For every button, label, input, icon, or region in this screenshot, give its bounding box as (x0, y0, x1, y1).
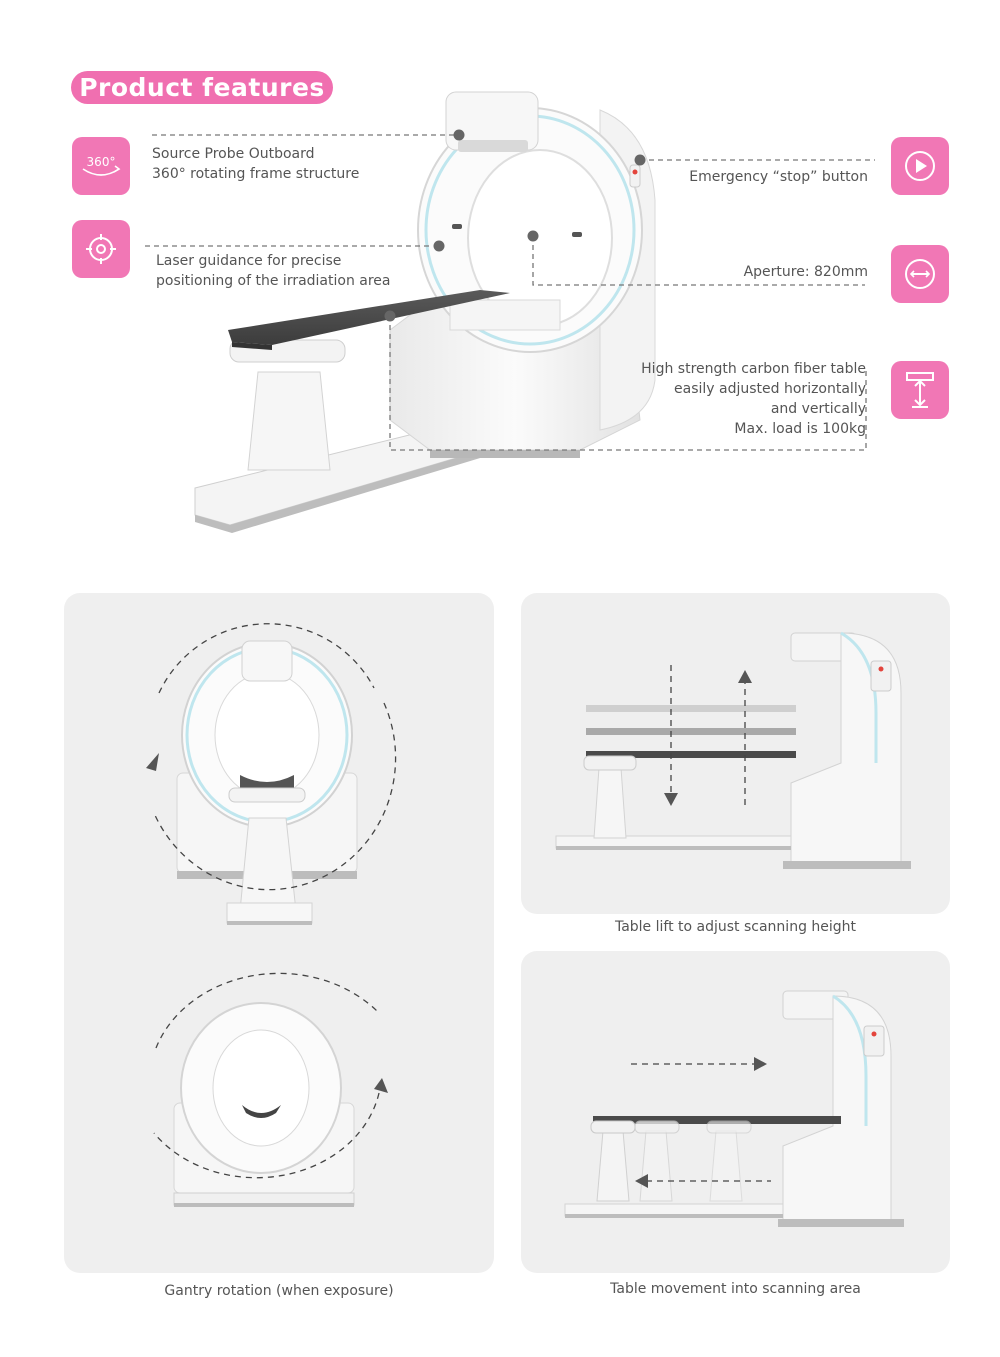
table-lift-icon (891, 361, 949, 419)
crosshair-target-icon (72, 220, 130, 278)
ct-scanner-illustration (145, 91, 875, 533)
table-movement-illustration (564, 990, 904, 1227)
table-lift-caption: Table lift to adjust scanning height (614, 919, 857, 935)
table-movement-caption: Table movement into scanning area (610, 1281, 861, 1297)
table-lift-panel (521, 593, 950, 914)
svg-text:360°: 360° (87, 155, 116, 169)
table-lift-illustration (555, 631, 911, 869)
gantry-rotation-illustration (146, 623, 397, 1207)
rotation-360-icon: 360° (72, 137, 130, 195)
feature-emergency-text: Emergency “stop” button (689, 169, 868, 185)
gantry-rotation-caption: Gantry rotation (when exposure) (164, 1283, 394, 1299)
section-title: Product features (71, 71, 333, 104)
feature-table-text: High strength carbon fiber table easily … (641, 361, 866, 437)
feature-laser-text: Laser guidance for precise positioning o… (156, 253, 391, 289)
feature-rotating-text: Source Probe Outboard 360° rotating fram… (152, 146, 360, 182)
play-button-icon (891, 137, 949, 195)
aperture-circle-icon (891, 245, 949, 303)
feature-aperture-text: Aperture: 820mm (743, 264, 868, 280)
gantry-rotation-panel (64, 593, 494, 1273)
table-movement-panel (521, 951, 950, 1273)
